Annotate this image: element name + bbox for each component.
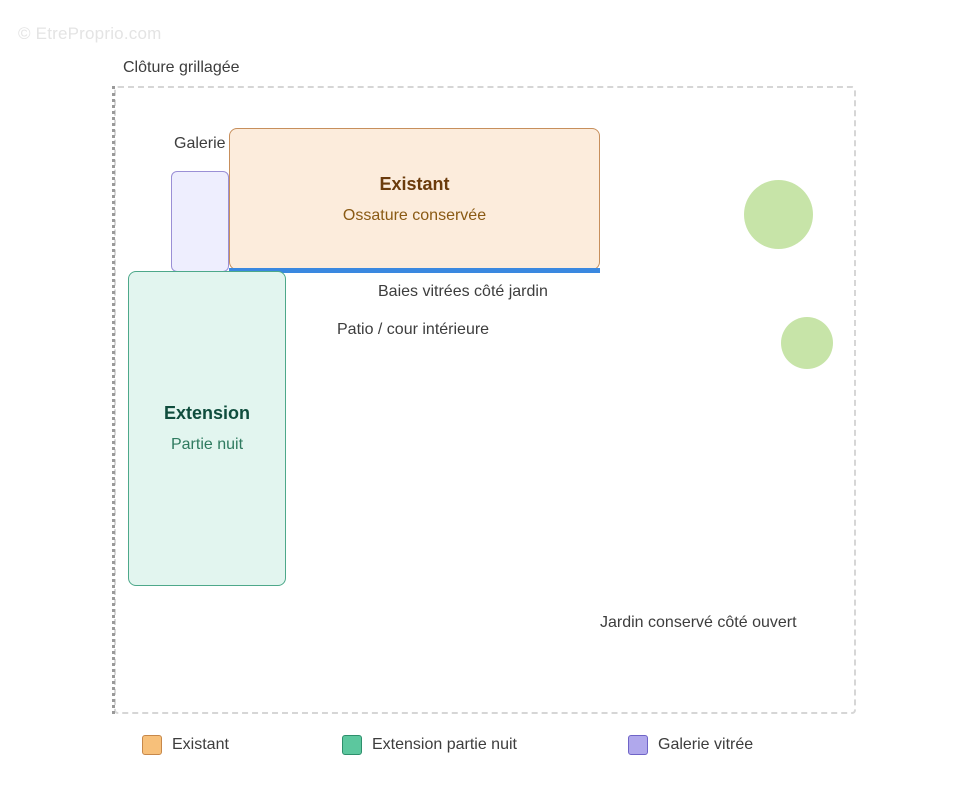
extension-title: Extension [163,403,251,423]
plot-boundary [114,86,856,714]
baies-vitrees-line [229,268,600,273]
legend-swatch-extension [342,735,362,755]
existant-block: Existant Ossature conservée [229,128,600,270]
galerie-label: Galerie [174,135,226,152]
legend-swatch-galerie [628,735,648,755]
extension-block: Extension Partie nuit [128,271,286,586]
tree-icon [781,317,833,369]
legend-label: Galerie vitrée [658,736,754,753]
legend-label: Extension partie nuit [372,736,517,753]
watermark: © EtreProprio.com [18,24,162,43]
legend-label: Existant [172,736,229,753]
tree-icon [744,180,813,249]
fence-line [112,86,115,714]
baies-label: Baies vitrées côté jardin [378,283,548,300]
extension-subtitle: Partie nuit [170,436,244,453]
existant-subtitle: Ossature conservée [342,206,487,224]
legend-swatch-existant [142,735,162,755]
galerie-block [171,171,229,272]
legend-item-galerie: Galerie vitrée [628,735,753,755]
existant-title: Existant [379,173,450,194]
fence-label: Clôture grillagée [123,59,240,76]
legend-item-extension: Extension partie nuit [342,735,517,755]
legend-item-existant: Existant [142,735,229,755]
jardin-label: Jardin conservé côté ouvert [600,614,797,631]
patio-label: Patio / cour intérieure [337,321,490,338]
